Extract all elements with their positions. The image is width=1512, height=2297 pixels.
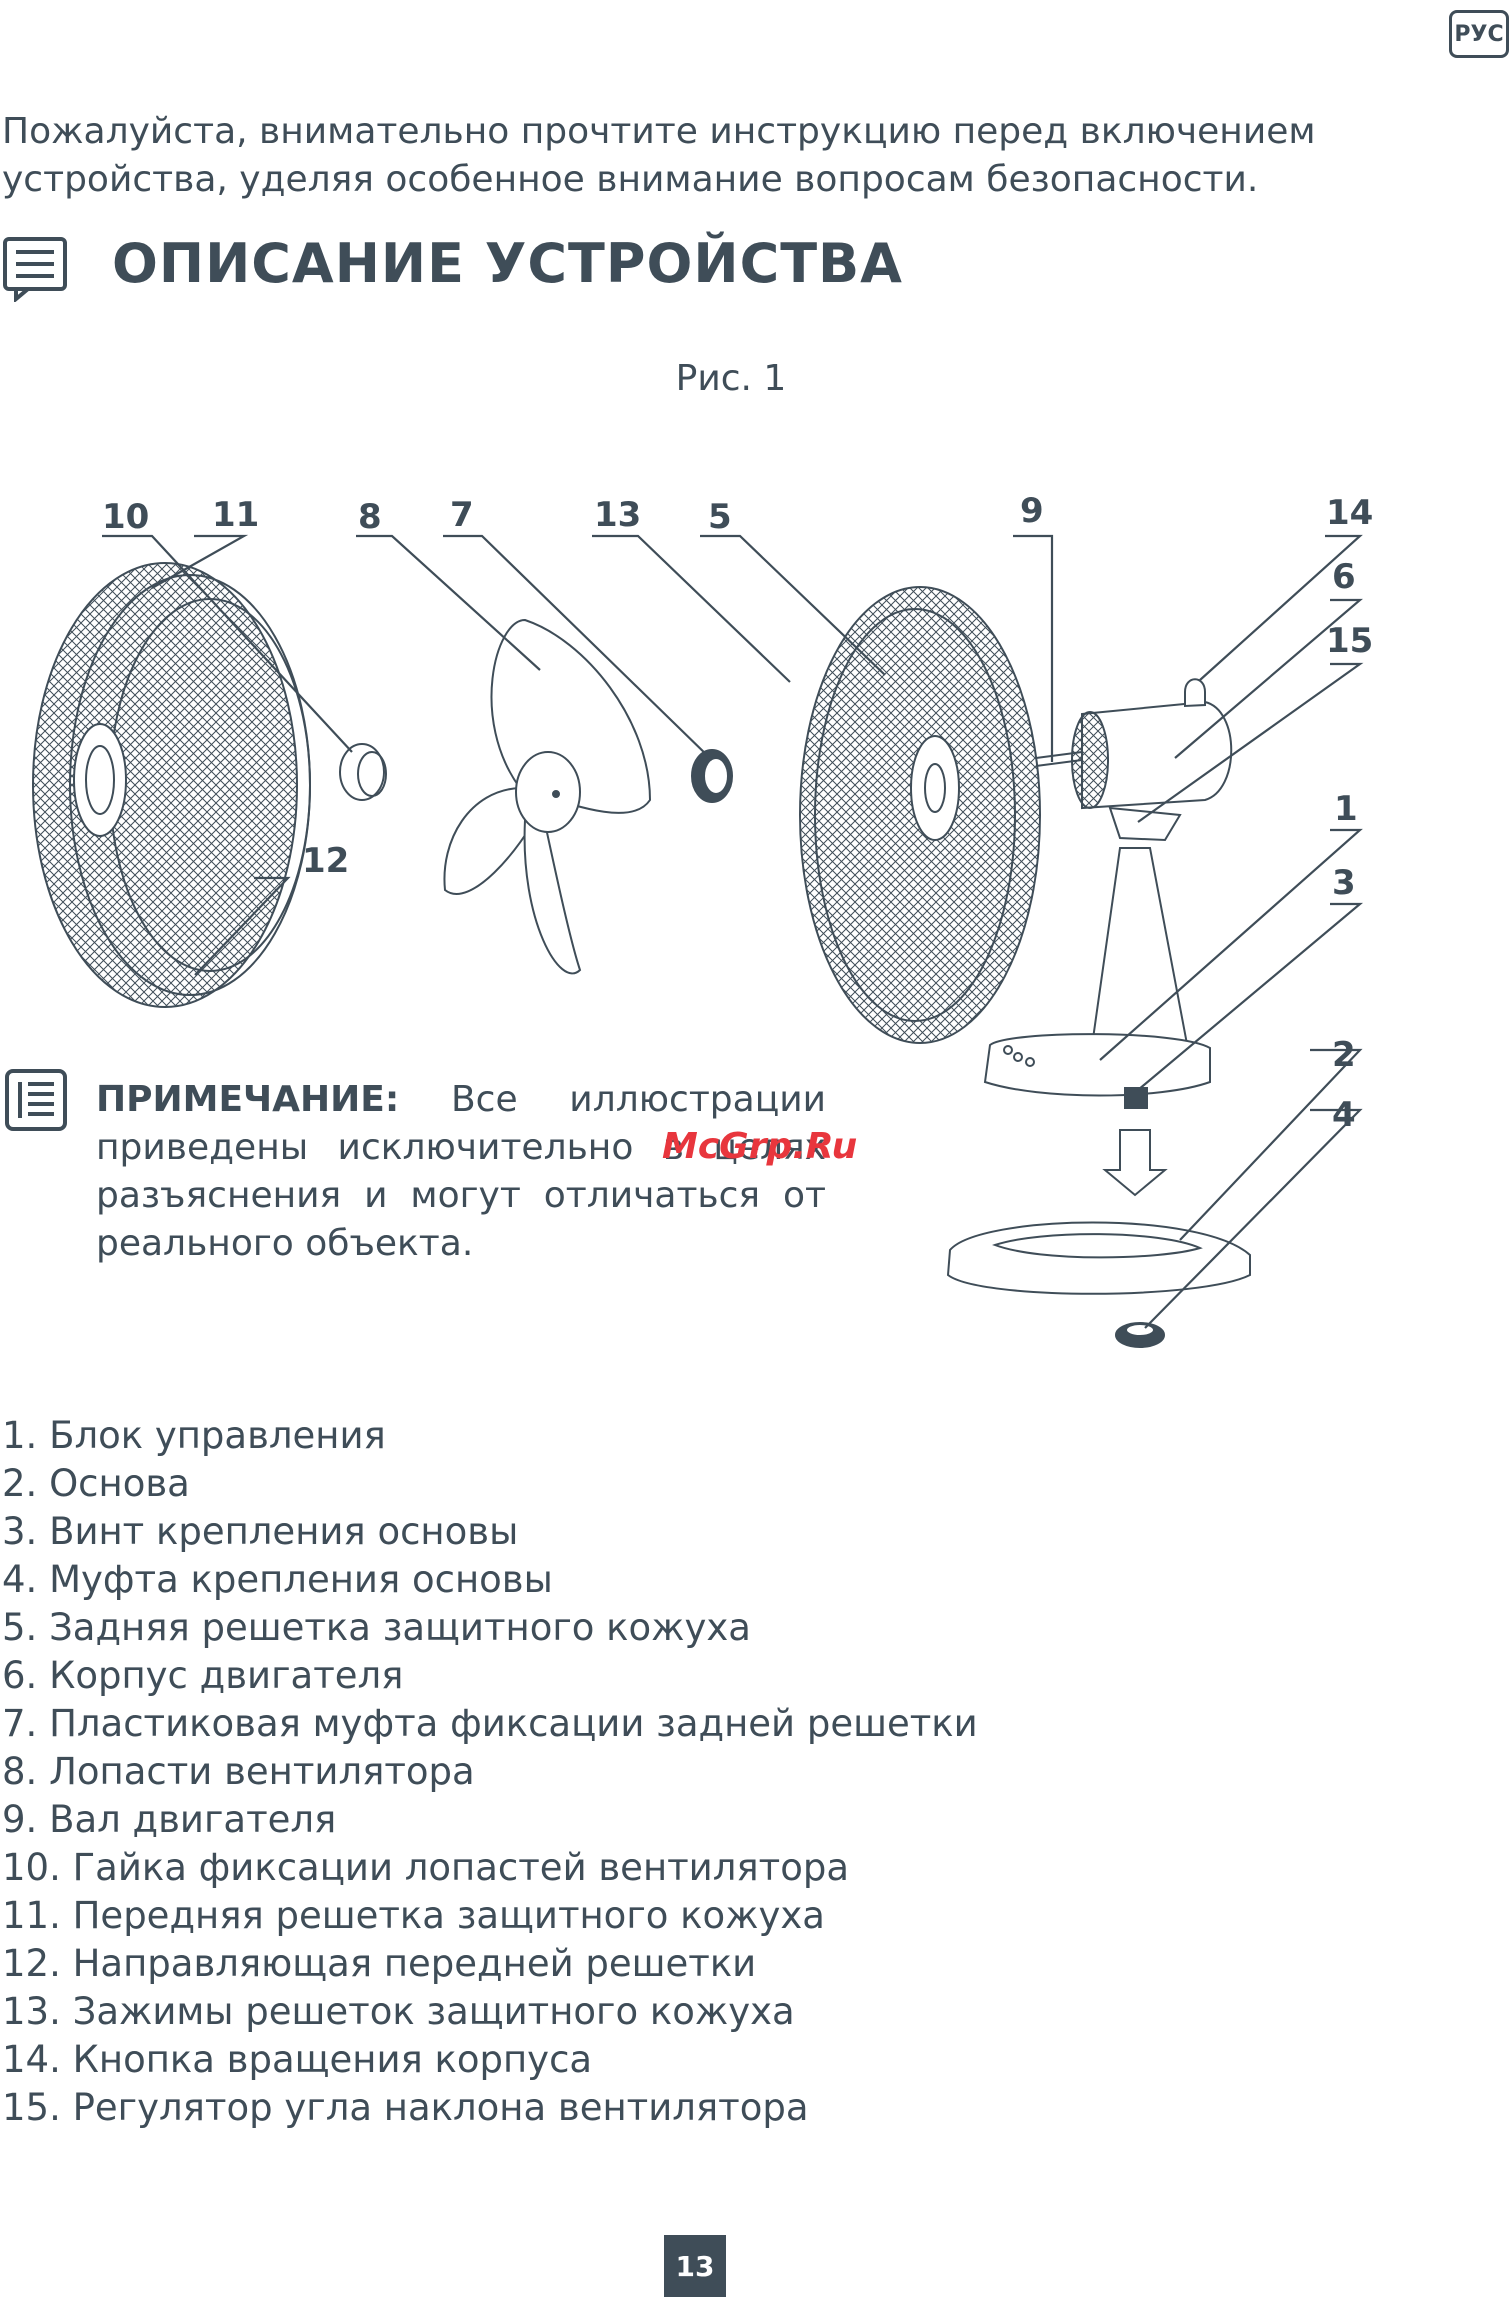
callout-label: 6 [1332,557,1356,597]
note-label: ПРИМЕЧАНИЕ: [96,1079,400,1120]
note-list-icon [5,1069,67,1131]
callout-label: 13 [594,495,641,535]
list-item: 10. Гайка фиксации лопастей вентилятора [2,1846,849,1889]
page-number: 13 [664,2235,726,2297]
list-item: 6. Корпус двигателя [2,1654,404,1697]
list-item: 1. Блок управления [2,1414,386,1457]
parts-list: 1. Блок управления 2. Основа 3. Винт кре… [2,1412,978,2132]
figure-caption: Рис. 1 [675,358,787,399]
callout-label: 1 [1334,789,1358,829]
leader-lines [102,534,1364,1329]
note-block: ПРИМЕЧАНИЕ: Все иллюстрации приведены ис… [96,1076,826,1268]
list-item: 13. Зажимы решеток защитного кожуха [2,1990,795,2033]
callout-label: 10 [102,497,149,537]
callout-label: 3 [1332,863,1356,903]
front-grill-drawing [32,562,311,1008]
list-item: 12. Направляющая передней решетки [2,1942,757,1985]
fan-exploded-diagram: 10 11 8 7 13 5 9 14 6 15 1 3 12 2 4 [32,491,1373,1348]
manual-description-icon [3,237,67,302]
list-item: 2. Основа [2,1462,190,1505]
blade-nut-drawing [339,743,387,801]
fan-blades-drawing [443,618,652,975]
assembly-arrow [1102,1129,1168,1197]
callout-label: 8 [358,497,382,537]
callout-label: 4 [1332,1095,1356,1135]
callout-label: 5 [708,497,732,537]
watermark: McGrp.Ru [662,1126,858,1167]
list-item: 11. Передняя решетка защитного кожуха [2,1894,825,1937]
list-item: 3. Винт крепления основы [2,1510,519,1553]
callout-label: 11 [212,495,259,535]
base-drawing [946,1221,1251,1348]
list-item: 15. Регулятор угла наклона вентилятора [2,2086,809,2129]
callout-label: 7 [450,495,474,535]
note-text: Все иллюстрации приведены исключительно … [96,1079,826,1264]
callout-label: 12 [302,841,349,881]
rear-nut-drawing [691,749,733,803]
callout-label: 14 [1326,493,1373,533]
list-item: 7. Пластиковая муфта фиксации задней реш… [2,1702,978,1745]
section-title: ОПИСАНИЕ УСТРОЙСТВА [112,232,903,295]
callout-label: 9 [1020,491,1044,531]
rear-grill-drawing [799,586,1041,1044]
callout-label: 15 [1326,621,1373,661]
list-item: 9. Вал двигателя [2,1798,337,1841]
language-badge: РУС [1449,10,1509,58]
list-item: 4. Муфта крепления основы [2,1558,553,1601]
list-item: 8. Лопасти вентилятора [2,1750,475,1793]
list-item: 5. Задняя решетка защитного кожуха [2,1606,751,1649]
intro-text: Пожалуйста, внимательно прочтите инструк… [2,111,1316,200]
list-item: 14. Кнопка вращения корпуса [2,2038,593,2081]
callout-label: 2 [1332,1035,1356,1075]
